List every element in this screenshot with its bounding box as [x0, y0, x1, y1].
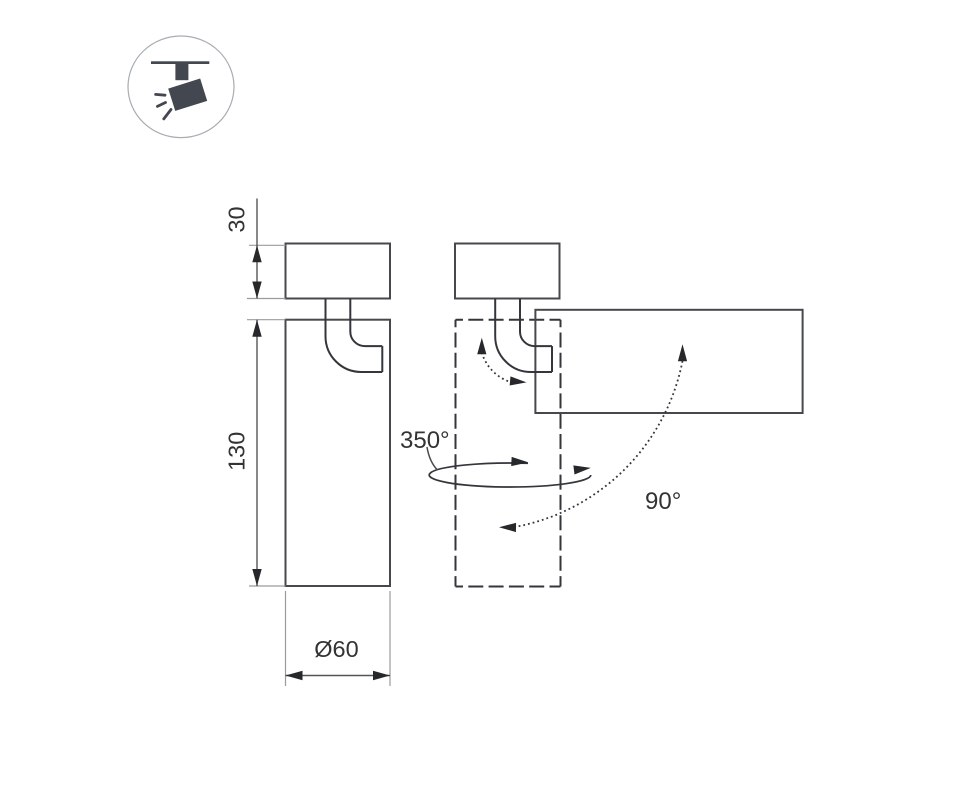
svg-text:Ø60: Ø60 — [314, 636, 358, 662]
svg-text:30: 30 — [224, 206, 250, 232]
svg-text:350°: 350° — [400, 427, 450, 454]
svg-text:130: 130 — [224, 432, 250, 471]
svg-text:90°: 90° — [645, 488, 681, 515]
